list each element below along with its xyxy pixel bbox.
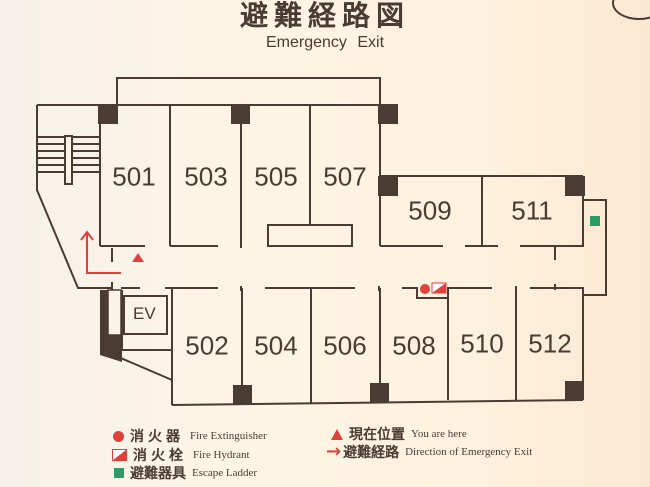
room-505: 505 bbox=[254, 161, 298, 192]
escape-ladder-icon bbox=[590, 216, 600, 226]
elevator-label: EV bbox=[133, 304, 156, 323]
half-red-square-icon bbox=[112, 449, 127, 461]
room-508: 508 bbox=[392, 330, 436, 361]
legend-fire-extinguisher: 消火器 Fire Extinguisher bbox=[113, 426, 267, 446]
exit-arrow-icon bbox=[80, 230, 121, 274]
room-503: 503 bbox=[184, 161, 228, 192]
page-title-en: Emergency Exit bbox=[265, 34, 385, 51]
red-circle-icon bbox=[113, 430, 124, 442]
stairs-icon bbox=[37, 135, 100, 185]
room-502: 502 bbox=[185, 330, 229, 361]
green-square-icon bbox=[114, 468, 124, 478]
legend-fire-hydrant: 消火栓 Fire Hydrant bbox=[112, 445, 250, 465]
legend-you-are-here: 現在位置 You are here bbox=[331, 424, 467, 444]
you-are-here-icon bbox=[132, 253, 144, 262]
red-arrow-icon: → bbox=[326, 441, 342, 462]
red-triangle-icon bbox=[331, 428, 343, 440]
page-title-jp: 避難経路図 bbox=[239, 0, 410, 32]
fire-extinguisher-icon bbox=[420, 284, 430, 294]
room-506: 506 bbox=[323, 330, 367, 361]
room-507: 507 bbox=[323, 161, 367, 192]
legend-escape-ladder: 避難器具 Escape Ladder bbox=[114, 463, 257, 483]
legend-exit-direction: → 避難経路 Direction of Emergency Exit bbox=[326, 441, 533, 462]
room-509: 509 bbox=[408, 195, 452, 226]
room-510: 510 bbox=[460, 328, 504, 359]
room-504: 504 bbox=[254, 330, 298, 361]
room-511: 511 bbox=[511, 195, 553, 226]
room-501: 501 bbox=[112, 161, 156, 192]
fire-hydrant-icon bbox=[431, 282, 447, 294]
room-512: 512 bbox=[528, 328, 572, 359]
